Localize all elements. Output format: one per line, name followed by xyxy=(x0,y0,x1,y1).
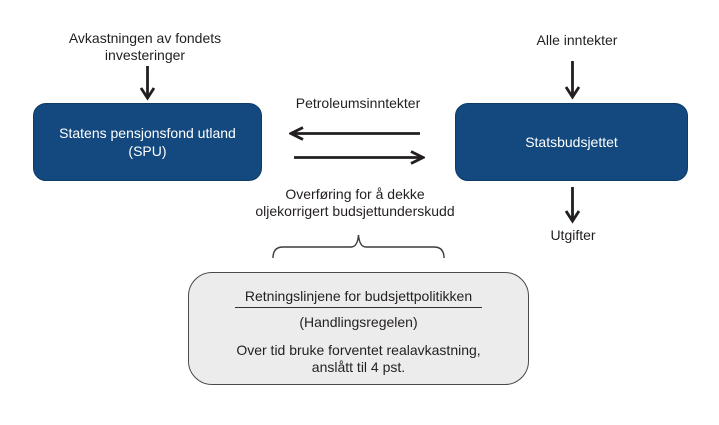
rule-subtitle: (Handlingsregelen) xyxy=(299,314,418,330)
right-arrow-icon xyxy=(292,150,425,165)
rule-box: Retningslinjene for budsjettpolitikken (… xyxy=(188,272,529,385)
transfer-label: Overføring for å dekke oljekorrigert bud… xyxy=(255,186,455,219)
rule-title: Retningslinjene for budsjettpolitikken xyxy=(234,288,483,308)
left-arrow-icon xyxy=(289,126,422,141)
expenses-label: Utgifter xyxy=(550,227,596,243)
fund-return-label: Avkastningen av fondets investeringer xyxy=(68,30,222,63)
rule-body: Over tid bruke forventet realavkastning,… xyxy=(236,342,481,375)
down-arrow-icon xyxy=(139,65,156,101)
petroleum-label: Petroleumsinntekter xyxy=(295,95,421,111)
budget-box: Statsbudsjettet xyxy=(455,103,688,181)
spu-box: Statens pensjonsfond utland (SPU) xyxy=(33,103,262,181)
down-arrow-icon xyxy=(564,186,581,224)
down-arrow-icon xyxy=(564,60,581,100)
all-income-label: Alle inntekter xyxy=(536,32,618,48)
brace-up-icon xyxy=(272,230,445,259)
